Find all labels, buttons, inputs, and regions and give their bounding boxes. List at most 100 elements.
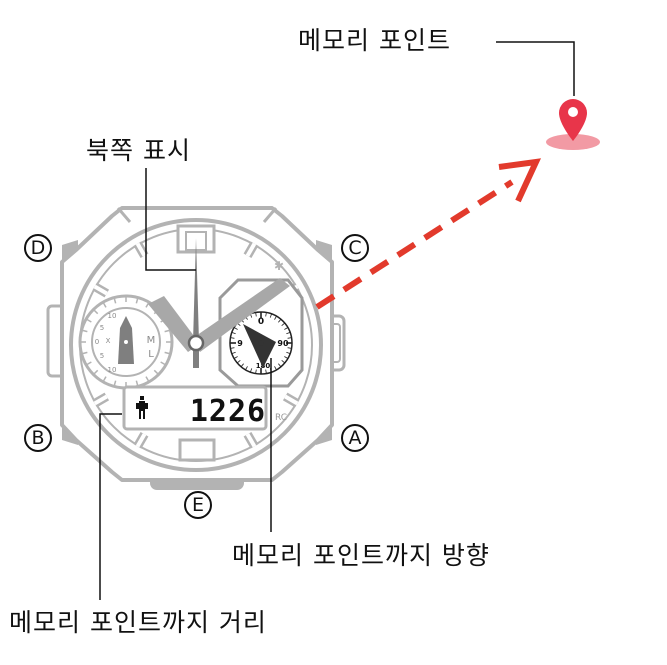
hour-marker-inner-0 [245, 242, 257, 257]
right-subdial-tick-mark-17 [230, 347, 235, 349]
right-subdial-tick-mark-8 [265, 369, 267, 374]
left-subdial-letter-x: X [106, 337, 111, 345]
label-memory-point: 메모리 포인트 [298, 26, 451, 55]
left-subdial-tick-mark-8 [102, 376, 107, 383]
right-subdial-tick-mark-33 [284, 327, 289, 330]
left-subdial-tick-mark-5 [135, 380, 139, 387]
right-subdial-tick-mark-20 [231, 332, 236, 335]
left-subdial-tick-mark-16 [102, 301, 107, 308]
walker-leg-left [139, 411, 141, 419]
right-subdial-tick-0: 0 [258, 317, 264, 327]
hour-marker-inner-6 [93, 284, 108, 296]
location-pin-hole [568, 107, 578, 117]
direction-pointer-hand [243, 324, 276, 368]
right-subdial-tick-90: 90 [277, 339, 289, 348]
right-subdial-tick-mark-14 [236, 360, 241, 364]
right-subdial-tick-mark-19 [230, 337, 235, 339]
right-subdial-tick-mark-11 [250, 368, 253, 373]
display-indicator-letters: RC [275, 413, 287, 423]
right-subdial-tick-mark-16 [231, 351, 236, 354]
left-subdial-tick-mark-10 [85, 361, 92, 366]
digital-display-frame [122, 385, 268, 431]
left-subdial-tick-10-bottom: 10 [108, 366, 117, 374]
left-subdial-pivot [124, 340, 128, 344]
hour-hand [148, 296, 200, 352]
left-subdial: 10 5 0 5 10 M L X [78, 294, 174, 390]
leader-memory-point [496, 41, 575, 96]
left-subdial-tick-0: 0 [95, 338, 99, 346]
center-pivot [187, 334, 205, 352]
label-north-indicator: 북쪽 표시 [86, 136, 191, 165]
right-subdial-pivot [258, 340, 264, 346]
display-digits: 1226 [190, 394, 266, 429]
bluetooth-icon: ✱ [274, 259, 284, 273]
label-distance-to-memory-point: 메모리 포인트까지 거리 [9, 608, 267, 637]
six-marker [178, 438, 216, 462]
walking-person-icon [136, 396, 148, 419]
walker-body [139, 401, 145, 411]
walker-head [140, 396, 144, 400]
location-pin-icon [559, 99, 587, 141]
left-subdial-tick-mark-2 [160, 361, 167, 366]
left-subdial-tick-5-top: 5 [100, 324, 104, 332]
walker-arm-right [145, 403, 148, 409]
left-subdial-tick-mark-3 [153, 369, 160, 376]
left-subdial-tick-5-bottom: 5 [100, 352, 104, 360]
case-notch-right [262, 207, 278, 223]
right-subdial-tick-mark-5 [278, 363, 282, 368]
left-subdial-letter-m: M [147, 335, 156, 346]
right-subdial-tick-mark-28 [265, 312, 267, 317]
minute-hand [190, 278, 290, 352]
direction-arrow-line [315, 179, 514, 310]
left-subdial-tick-mark-15 [92, 308, 99, 315]
right-subdial-tick-mark-31 [278, 318, 282, 323]
button-b-label: B [24, 424, 52, 452]
left-subdial-tick-10-top: 10 [108, 312, 117, 320]
right-subdial-tick-mark-6 [274, 366, 277, 371]
right-subdial-tick-mark-4 [281, 360, 286, 364]
pin-shadow [546, 134, 600, 150]
north-indicator-hand [193, 238, 199, 342]
left-subdial-tick-mark-4 [145, 376, 150, 383]
right-subdial-tick-mark-26 [255, 312, 257, 317]
right-subdial-tick-left: 9 [237, 339, 243, 348]
walker-leg-right [143, 411, 145, 419]
direction-arrowhead [498, 158, 542, 203]
leader-distance [99, 413, 122, 600]
right-subdial-tick-mark-15 [233, 356, 238, 359]
button-c-label: C [341, 234, 369, 262]
left-subdial-tick-mark-9 [92, 369, 99, 376]
button-d-label: D [24, 234, 52, 262]
label-direction-to-memory-point: 메모리 포인트까지 방향 [232, 541, 490, 570]
left-subdial-tick-mark-14 [85, 318, 92, 323]
right-subdial-tick-mark-29 [269, 313, 272, 318]
left-subdial-tick-mark-19 [135, 297, 139, 304]
right-subdial-tick-mark-35 [287, 337, 292, 339]
walker-arm-left [136, 403, 139, 409]
left-subdial-tick-mark-17 [113, 297, 117, 304]
left-subdial-tick-mark-7 [113, 380, 117, 387]
left-subdial-tick-mark-23 [164, 329, 171, 333]
left-subdial-tick-mark-13 [81, 329, 88, 333]
hour-marker-inner-3 [245, 433, 257, 448]
hour-marker-inner-2 [284, 394, 299, 406]
case-notch-left [116, 207, 132, 223]
hour-marker-inner-4 [135, 433, 147, 448]
hour-marker-inner-7 [135, 242, 147, 257]
right-subdial-tick-mark-13 [240, 363, 244, 368]
right-subdial-tick-mark-3 [284, 356, 289, 359]
left-subdial-tick-mark-20 [145, 301, 150, 308]
leader-north-indicator [145, 168, 196, 271]
button-e-label: E [184, 491, 212, 519]
right-subdial-tick-mark-32 [281, 322, 286, 326]
hour-marker-inner-5 [93, 394, 108, 406]
right-subdial-tick-mark-21 [233, 327, 238, 330]
left-subdial-tick-mark-11 [81, 351, 88, 355]
right-subdial-tick-mark-34 [286, 332, 291, 335]
right-subdial-tick-mark-2 [286, 351, 291, 354]
right-subdial-tick-mark-1 [287, 347, 292, 349]
left-subdial-tick-mark-1 [164, 351, 171, 355]
left-subdial-letter-l: L [148, 349, 154, 360]
